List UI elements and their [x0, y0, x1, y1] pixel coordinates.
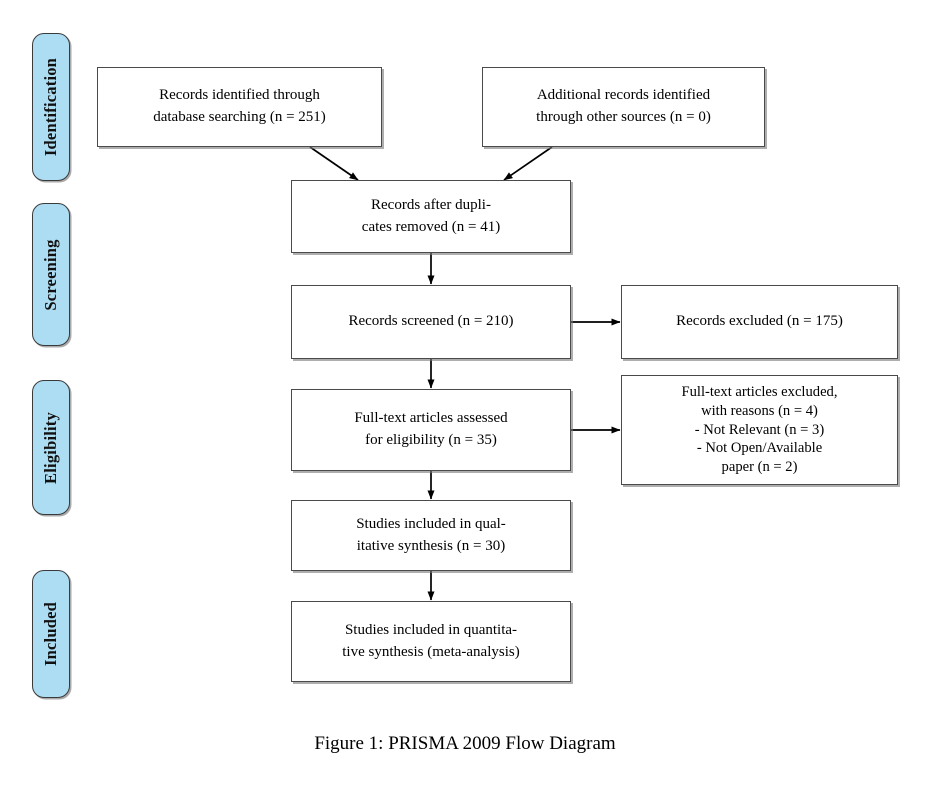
box-records-identified-text: Records identified through database sear… [153, 87, 326, 125]
box-records-identified: Records identified through database sear… [97, 67, 382, 147]
box-fulltext-excluded: Full-text articles excluded, with reason… [621, 375, 898, 485]
box-records-excluded: Records excluded (n = 175) [621, 285, 898, 359]
box-duplicates-removed: Records after dupli- cates removed (n = … [291, 180, 571, 253]
phase-pill-identification: Identification [32, 33, 70, 181]
phase-label-included: Included [41, 602, 60, 666]
phase-pill-screening: Screening [32, 203, 70, 346]
figure-caption: Figure 1: PRISMA 2009 Flow Diagram [314, 733, 616, 754]
box-records-excluded-text: Records excluded (n = 175) [676, 313, 843, 330]
edge-additional-to-duplicates [503, 146, 553, 181]
phase-pill-eligibility: Eligibility [32, 380, 70, 515]
phase-label-eligibility: Eligibility [41, 411, 60, 484]
phase-label-identification: Identification [41, 57, 60, 157]
box-records-screened: Records screened (n = 210) [291, 285, 571, 359]
box-additional-records: Additional records identified through ot… [482, 67, 765, 147]
box-fulltext-excluded-text: Full-text articles excluded, with reason… [681, 384, 838, 475]
box-records-screened-text: Records screened (n = 210) [348, 313, 514, 330]
box-quantitative-synthesis: Studies included in quantita- tive synth… [291, 601, 571, 682]
box-fulltext-assessed-text: Full-text articles assessed for eligibil… [354, 410, 508, 448]
phase-label-screening: Screening [41, 238, 60, 311]
phase-pill-included: Included [32, 570, 70, 698]
box-qualitative-synthesis-text: Studies included in qual- itative synthe… [356, 515, 506, 554]
box-quantitative-synthesis-text: Studies included in quantita- tive synth… [342, 621, 520, 660]
box-duplicates-removed-text: Records after dupli- cates removed (n = … [361, 196, 501, 235]
box-additional-records-text: Additional records identified through ot… [536, 87, 711, 125]
edge-identified-to-duplicates [309, 146, 359, 181]
box-qualitative-synthesis: Studies included in qual- itative synthe… [291, 500, 571, 571]
box-fulltext-assessed: Full-text articles assessed for eligibil… [291, 389, 571, 471]
